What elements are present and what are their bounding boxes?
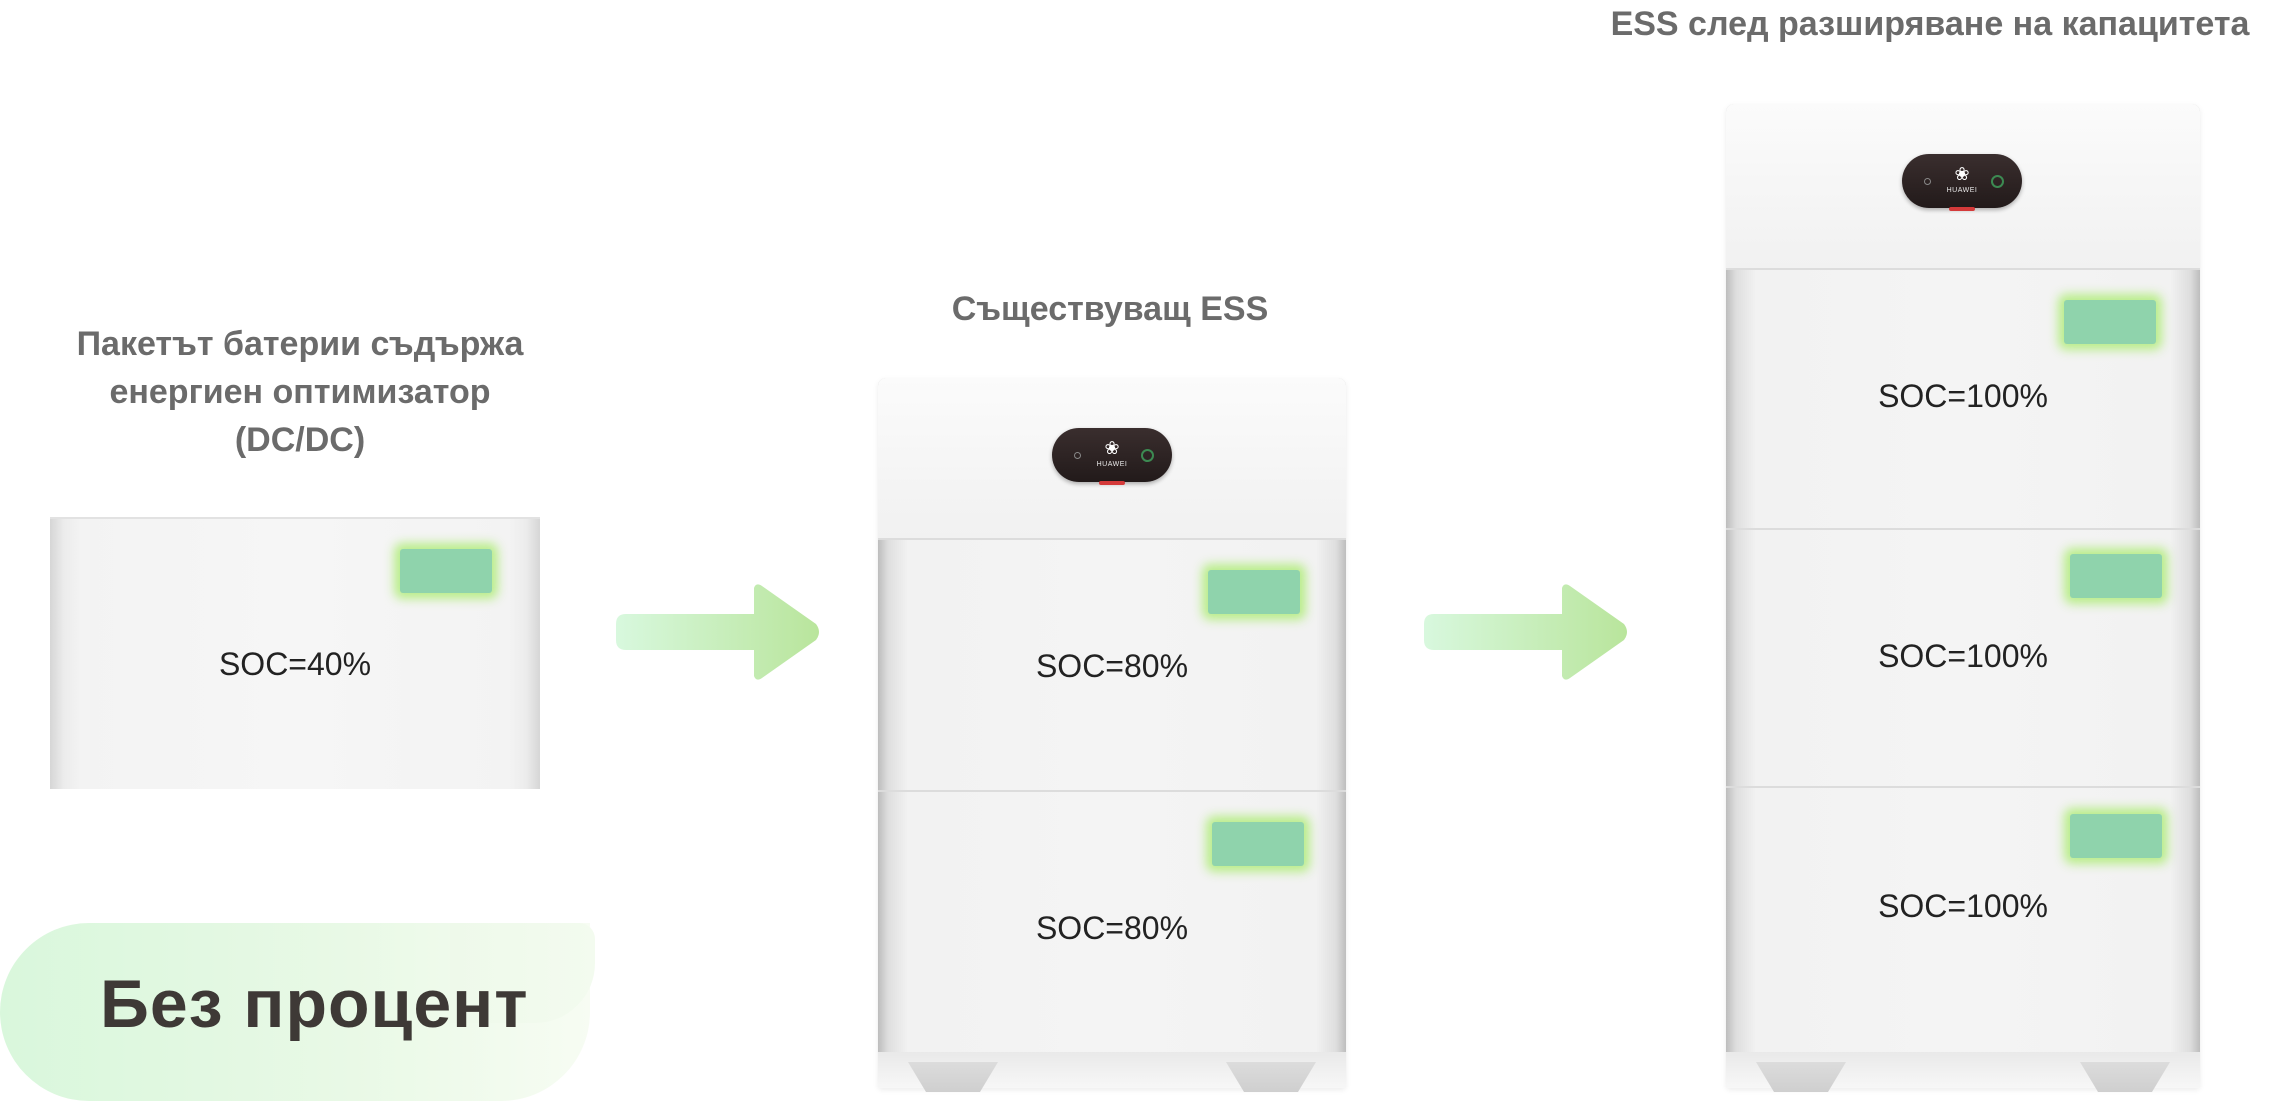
soc-label: SOC=80%: [1035, 648, 1189, 684]
pack-title-line1: Пакетът батерии съдържа: [76, 325, 524, 363]
control-display: ❀ HUAWEI: [1902, 154, 2022, 211]
badge-label: Без процент: [100, 966, 529, 1042]
soc-label: SOC=80%: [1035, 910, 1189, 946]
battery-module: SOC=100%: [1726, 788, 2200, 1048]
huawei-logo-icon: ❀: [1104, 438, 1120, 458]
single-battery-module: SOC=40%: [50, 517, 540, 789]
soc-label: SOC=100%: [1878, 378, 2048, 414]
status-indicator: [400, 549, 492, 593]
existing-ess-cabinet: ❀ HUAWEI SOC=80% SOC=80%: [878, 378, 1346, 1092]
status-led-icon: [1074, 452, 1081, 459]
red-bar: [1949, 207, 1975, 211]
pack-title: Пакетът батерии съдържа енергиен оптимиз…: [40, 320, 560, 464]
pack-title-line3: (DC/DC): [234, 421, 366, 459]
status-indicator: [1208, 570, 1300, 614]
battery-module: SOC=80%: [878, 792, 1346, 1052]
control-module: ❀ HUAWEI: [1726, 104, 2200, 270]
control-module: ❀ HUAWEI: [878, 378, 1346, 540]
badge-corner: [450, 923, 595, 1023]
status-led-icon: [1924, 178, 1931, 185]
status-indicator: [1212, 822, 1304, 866]
existing-ess-title: Съществуващ ESS: [951, 290, 1269, 328]
soc-label: SOC=100%: [1878, 888, 2048, 924]
status-indicator: [2064, 300, 2156, 344]
brand-label: HUAWEI: [1946, 187, 1978, 194]
expanded-ess-title: ESS след разширяване на капацитета: [1610, 5, 2250, 43]
arrow-right-icon: [616, 584, 819, 680]
status-indicator: [2070, 554, 2162, 598]
pack-title-line2: енергиен оптимизатор: [109, 373, 491, 411]
cabinet-foot: [2080, 1062, 2170, 1092]
power-led-icon: [1141, 449, 1154, 462]
battery-module: SOC=100%: [1726, 270, 2200, 530]
status-indicator: [2070, 814, 2162, 858]
power-led-icon: [1991, 175, 2004, 188]
battery-module: SOC=80%: [878, 540, 1346, 792]
expanded-ess-cabinet: ❀ HUAWEI SOC=100% SOC=100% SOC=100%: [1726, 104, 2200, 1092]
huawei-logo-icon: ❀: [1954, 164, 1970, 184]
cabinet-foot: [908, 1062, 998, 1092]
arrow-right-icon: [1424, 584, 1627, 680]
control-display: ❀ HUAWEI: [1052, 428, 1172, 485]
battery-module: SOC=100%: [1726, 530, 2200, 788]
cabinet-foot: [1756, 1062, 1846, 1092]
brand-label: HUAWEI: [1096, 461, 1128, 468]
red-bar: [1099, 481, 1125, 485]
cabinet-foot: [1226, 1062, 1316, 1092]
soc-label: SOC=40%: [218, 646, 372, 682]
soc-label: SOC=100%: [1878, 638, 2048, 674]
